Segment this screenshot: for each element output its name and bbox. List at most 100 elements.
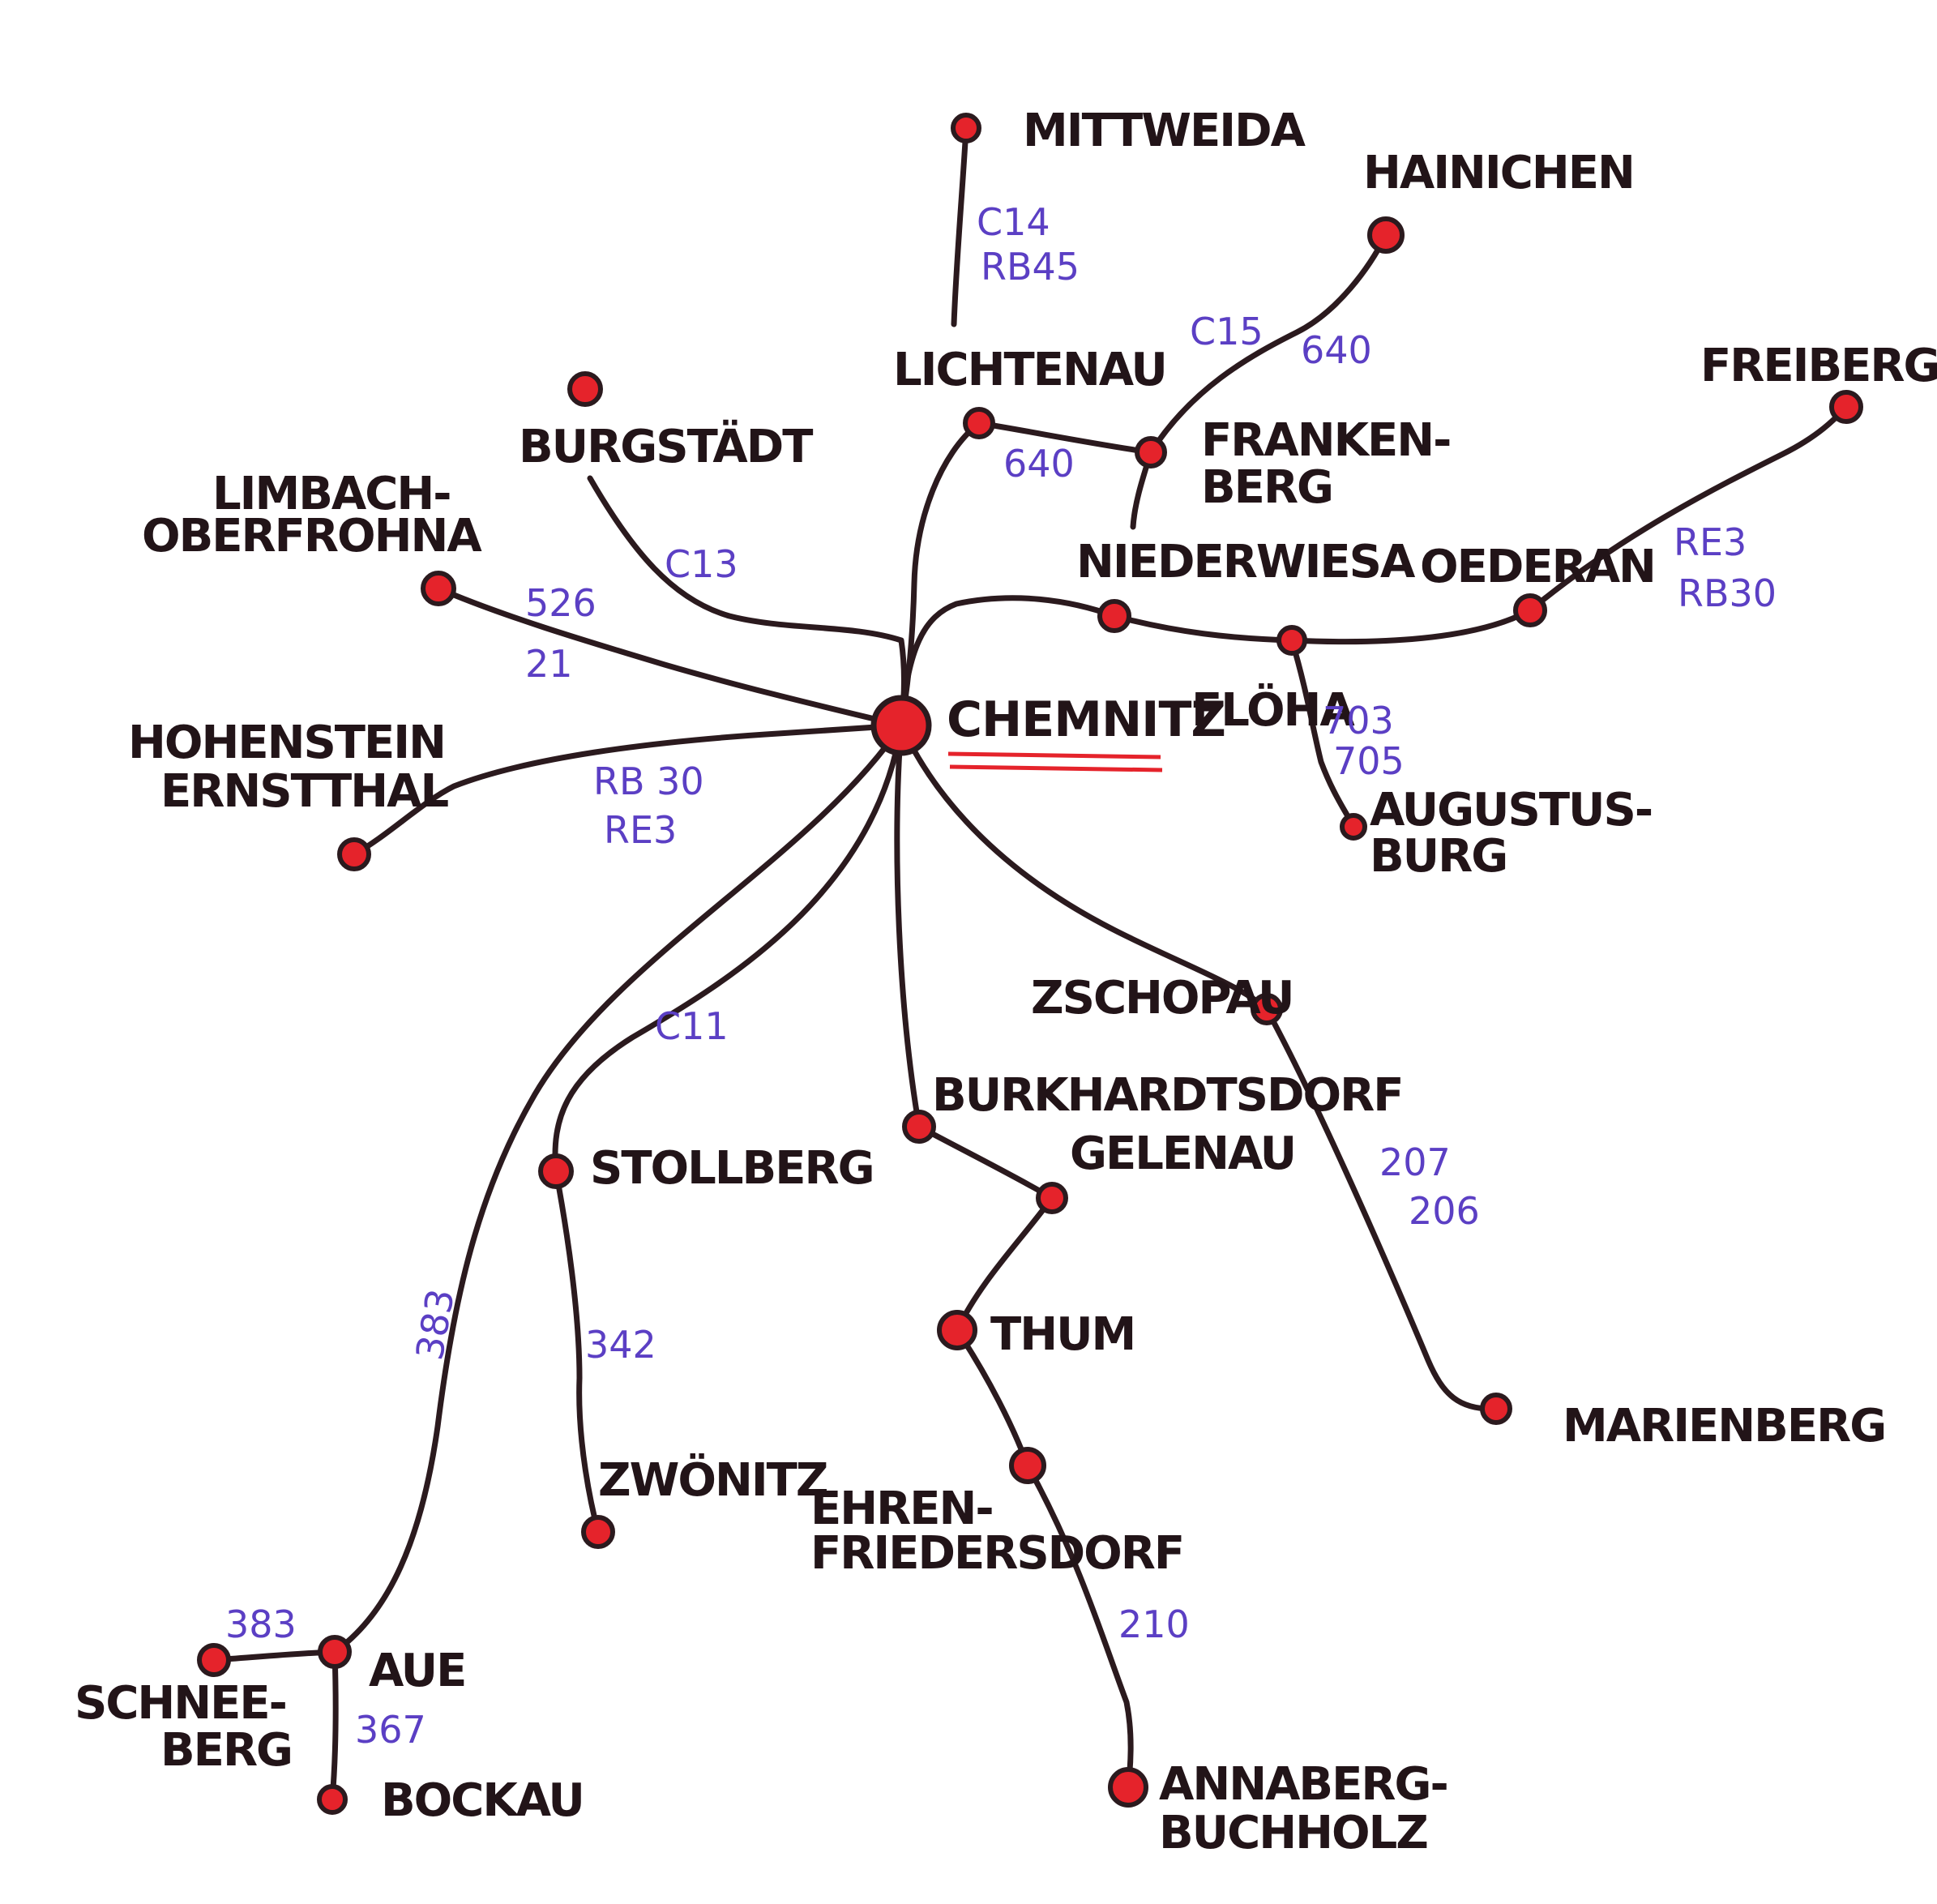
station-labels: CHEMNITZ MITTWEIDA HAINICHEN LICHTENAU F… (75, 105, 1937, 1859)
line-label-c14: C14 (977, 200, 1050, 244)
route-frankenberg-hainichen (1148, 232, 1389, 456)
line-label-383-a: 383 (408, 1286, 463, 1363)
station-thum[interactable] (937, 1310, 977, 1350)
route-oederan-freiberg (1527, 404, 1849, 614)
route-niederwiesa-floeha (1111, 613, 1295, 644)
station-label-limbach-1: LIMBACH- (212, 468, 450, 520)
station-label-stollberg: STOLLBERG (590, 1142, 874, 1195)
line-labels: C14 RB45 C15 640 640 C13 526 21 RE3 RB30… (225, 200, 1777, 1752)
station-marienberg[interactable] (1480, 1393, 1512, 1425)
route-lichtenau-chemnitz (898, 420, 982, 729)
route-hohenstein-chemnitz (351, 722, 904, 858)
station-limbach[interactable] (421, 571, 456, 606)
route-chemnitz-burkhardtsdorf (894, 722, 922, 1130)
station-label-freiberg: FREIBERG (1700, 340, 1937, 392)
station-floeha[interactable] (1276, 625, 1307, 656)
route-zschopau-marienberg (1264, 1006, 1499, 1412)
station-aue[interactable] (318, 1635, 352, 1669)
station-ehrenfriedersdorf[interactable] (1009, 1447, 1046, 1484)
line-label-640-a: 640 (1301, 328, 1372, 372)
station-label-gelenau: GELENAU (1070, 1127, 1295, 1180)
route-mittweida-lichtenau (951, 125, 969, 327)
station-label-hohenstein-1: HOHENSTEIN (128, 717, 445, 769)
routes (211, 125, 1849, 1803)
station-label-ehrenfriedersdorf-2: FRIEDERSDORF (810, 1527, 1183, 1580)
line-label-rb30-a: RB30 (1678, 571, 1777, 615)
route-burkhardtsdorf-gelenau (916, 1123, 1055, 1201)
station-label-marienberg: MARIENBERG (1563, 1400, 1885, 1453)
route-aue-bockau (329, 1649, 339, 1803)
line-label-703: 703 (1323, 699, 1394, 742)
station-label-mittweida: MITTWEIDA (1023, 105, 1306, 157)
route-lichtenau-frankenberg (976, 420, 1154, 456)
station-label-frankenberg-1: FRANKEN- (1201, 414, 1450, 467)
line-label-rb30-b: RB 30 (593, 759, 704, 803)
route-chemnitz-niederwiesa (898, 595, 1118, 729)
station-gelenau[interactable] (1036, 1182, 1068, 1214)
station-label-bockau: BOCKAU (381, 1774, 584, 1827)
station-label-hainichen: HAINICHEN (1363, 147, 1634, 199)
station-chemnitz[interactable] (870, 695, 932, 756)
station-label-lichtenau: LICHTENAU (893, 344, 1166, 396)
route-floeha-augustusburg (1289, 637, 1357, 830)
station-label-oederan: OEDERAN (1420, 541, 1655, 593)
station-label-limbach-2: OBERFROHNA (142, 510, 482, 563)
line-label-21: 21 (525, 642, 573, 686)
route-burgstaedt-chemnitz (587, 475, 907, 729)
station-label-zwoenitz: ZWÖNITZ (598, 1454, 827, 1507)
station-hainichen[interactable] (1367, 216, 1405, 254)
line-label-re3-a: RE3 (1674, 520, 1747, 564)
line-label-c15: C15 (1190, 310, 1264, 353)
station-zwoenitz[interactable] (581, 1515, 615, 1549)
line-label-c13: C13 (665, 542, 738, 586)
line-label-c11: C11 (655, 1004, 729, 1048)
station-freiberg[interactable] (1829, 390, 1863, 424)
station-label-hohenstein-2: ERNSTTHAL (160, 765, 448, 818)
station-label-niederwiesa: NIEDERWIESA (1076, 536, 1416, 588)
route-ehrenfriedersdorf-annaberg (1024, 1462, 1134, 1791)
route-chemnitz-aue (331, 722, 904, 1655)
hub-underline (947, 751, 1163, 772)
line-label-383-b: 383 (225, 1602, 297, 1646)
route-stollberg-zwoenitz (553, 1168, 601, 1535)
station-lichtenau[interactable] (963, 407, 995, 439)
station-label-thum: THUM (990, 1308, 1135, 1361)
station-label-zschopau: ZSCHOPAU (1031, 972, 1293, 1025)
station-label-aue: AUE (369, 1645, 465, 1697)
line-label-207: 207 (1379, 1140, 1451, 1184)
station-label-schneeberg-2: BERG (160, 1724, 292, 1777)
line-label-342: 342 (585, 1323, 656, 1367)
line-label-640-b: 640 (1003, 442, 1075, 486)
station-bockau[interactable] (317, 1784, 348, 1815)
station-label-augustusburg-1: AUGUSTUS- (1370, 784, 1652, 836)
line-label-367: 367 (355, 1708, 426, 1752)
station-label-augustusburg-2: BURG (1370, 830, 1507, 883)
line-label-705: 705 (1333, 739, 1405, 783)
stations (197, 113, 1863, 1815)
station-hohenstein[interactable] (337, 837, 371, 871)
station-schneeberg[interactable] (197, 1643, 231, 1677)
station-label-ehrenfriedersdorf-1: EHREN- (810, 1483, 993, 1535)
line-label-rb45: RB45 (981, 245, 1080, 289)
station-burgstaedt[interactable] (567, 371, 603, 407)
line-label-206: 206 (1409, 1189, 1480, 1233)
route-chemnitz-stollberg (552, 722, 904, 1174)
station-frankenberg[interactable] (1135, 436, 1167, 469)
station-augustusburg[interactable] (1340, 813, 1367, 841)
route-chemnitz-zschopau (898, 722, 1270, 1012)
station-stollberg[interactable] (538, 1153, 574, 1189)
station-oederan[interactable] (1513, 593, 1547, 627)
station-label-chemnitz: CHEMNITZ (947, 691, 1225, 748)
station-label-burgstaedt: BURGSTÄDT (519, 421, 813, 473)
station-niederwiesa[interactable] (1097, 599, 1131, 633)
station-annaberg[interactable] (1108, 1767, 1148, 1808)
station-burkhardtsdorf[interactable] (902, 1110, 936, 1144)
station-mittweida[interactable] (951, 113, 981, 143)
station-label-floeha: FLÖHA (1191, 684, 1355, 737)
station-label-schneeberg-1: SCHNEE- (75, 1677, 286, 1730)
line-label-210: 210 (1118, 1602, 1190, 1646)
station-label-frankenberg-2: BERG (1201, 461, 1332, 514)
station-zschopau[interactable] (1251, 993, 1283, 1025)
route-limbach-chemnitz (435, 585, 904, 729)
